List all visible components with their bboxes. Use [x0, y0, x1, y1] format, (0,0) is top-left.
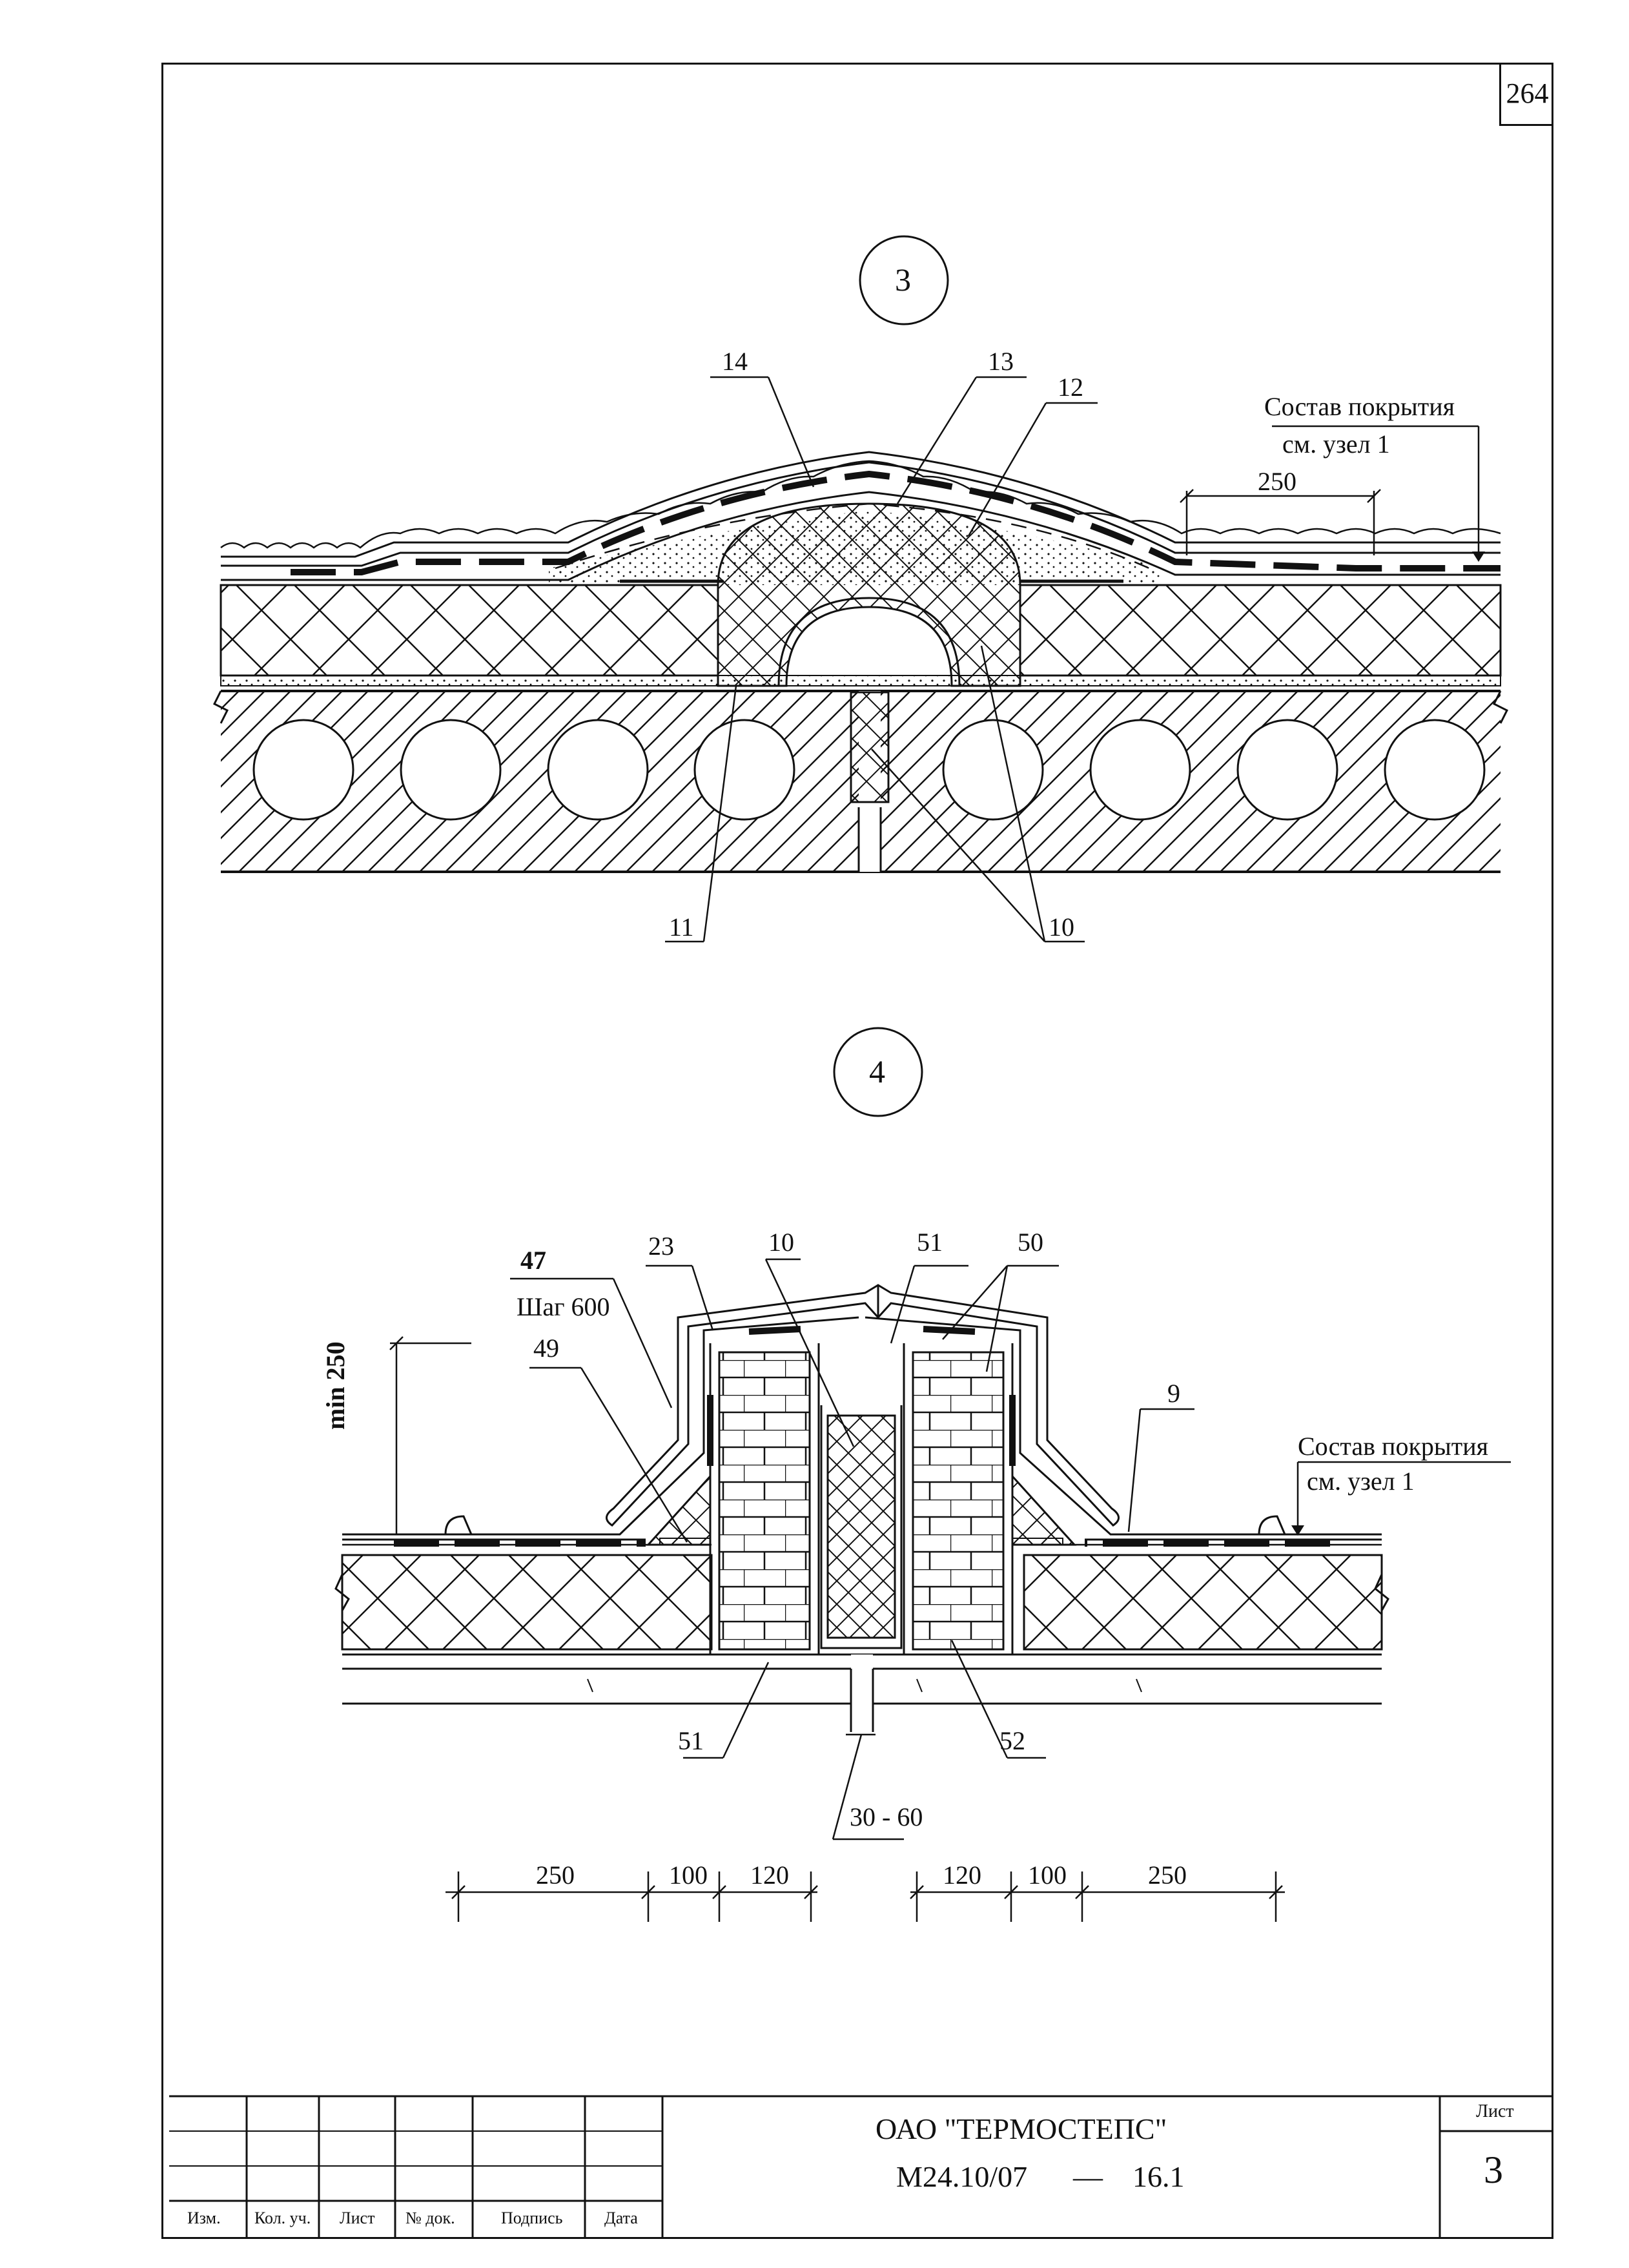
dim-right-120: 120 — [943, 1861, 981, 1890]
insulation-right-4 — [1023, 1554, 1383, 1651]
min-250-label: min 250 — [321, 1341, 350, 1430]
dim-right-100: 100 — [1028, 1861, 1067, 1890]
joint-insulation — [826, 1414, 896, 1639]
detail-3 — [212, 235, 1509, 943]
label-10-d4: 10 — [768, 1228, 794, 1257]
base-slab — [334, 1574, 1389, 1732]
brick-wall-left — [718, 1351, 811, 1651]
detail-4 — [334, 1027, 1511, 1922]
dim-left-100: 100 — [669, 1861, 708, 1890]
insulation-right — [1019, 584, 1502, 677]
detail-4-number: 4 — [869, 1053, 885, 1089]
detail-3-marker — [859, 235, 949, 325]
detail-3-number: 3 — [895, 262, 911, 298]
dim-left-120: 120 — [750, 1861, 789, 1890]
roofing-layers — [221, 451, 1501, 583]
drawing-frame — [161, 63, 1553, 2239]
tb-col-doc-no: № док. — [405, 2209, 455, 2227]
label-47: 47 — [520, 1246, 546, 1275]
tb-sheet-value: 3 — [1484, 2149, 1503, 2191]
label-52: 52 — [999, 1726, 1025, 1755]
dim-250-detail3 — [1180, 489, 1381, 555]
tb-sheet-label: Лист — [1476, 2101, 1514, 2121]
tb-dash: — — [1073, 2160, 1103, 2193]
leaders-detail4 — [510, 1258, 1511, 1840]
metal-cap-flashing — [606, 1284, 1120, 1527]
tb-organization: ОАО "ТЕРМОСТЕПС" — [876, 2112, 1167, 2145]
gap-30-60: 30 - 60 — [850, 1802, 923, 1831]
detail-4-marker — [833, 1027, 923, 1117]
label-23: 23 — [648, 1232, 674, 1261]
brick-wall-right — [912, 1351, 1005, 1651]
dim-min-250 — [389, 1336, 471, 1534]
note-composition-line2: см. узел 1 — [1282, 429, 1390, 459]
tb-col-date: Дата — [604, 2209, 638, 2227]
label-11: 11 — [669, 912, 694, 942]
tb-doc-rev: 16.1 — [1132, 2160, 1185, 2193]
tb-doc-code: М24.10/07 — [896, 2160, 1028, 2193]
note-composition-line1: Состав покрытия — [1264, 392, 1455, 421]
tb-col-izm: Изм. — [187, 2209, 221, 2227]
note-composition-4-line1: Состав покрытия — [1298, 1432, 1489, 1461]
dim-left-250: 250 — [536, 1861, 575, 1890]
label-49: 49 — [533, 1334, 559, 1363]
label-10: 10 — [1049, 912, 1074, 942]
roofing-layers-4 — [342, 1316, 1382, 1547]
hollow-core-slab — [212, 690, 1509, 873]
step-600: Шаг 600 — [517, 1292, 610, 1321]
insulation-left — [220, 584, 719, 677]
insulation-left-4 — [341, 1554, 713, 1651]
corner-sheet-number: 264 — [1499, 63, 1553, 126]
dim-chain-right — [910, 1871, 1285, 1922]
title-block-grid — [169, 2095, 1553, 2239]
label-50: 50 — [1018, 1228, 1043, 1257]
tb-col-kol-uch: Кол. уч. — [254, 2209, 311, 2227]
tb-col-list: Лист — [340, 2209, 375, 2227]
dim-250-label: 250 — [1258, 467, 1296, 496]
dim-chain-left — [446, 1871, 818, 1922]
note-composition-4-line2: см. узел 1 — [1307, 1467, 1415, 1496]
label-14: 14 — [722, 347, 748, 376]
label-9: 9 — [1167, 1379, 1180, 1408]
label-51-bottom: 51 — [678, 1726, 704, 1755]
leaders-detail3 — [665, 376, 1480, 943]
label-51-top: 51 — [917, 1228, 943, 1257]
dim-right-250: 250 — [1148, 1861, 1187, 1890]
tb-col-signature: Подпись — [501, 2209, 563, 2227]
label-12: 12 — [1058, 373, 1083, 402]
label-13: 13 — [988, 347, 1014, 376]
